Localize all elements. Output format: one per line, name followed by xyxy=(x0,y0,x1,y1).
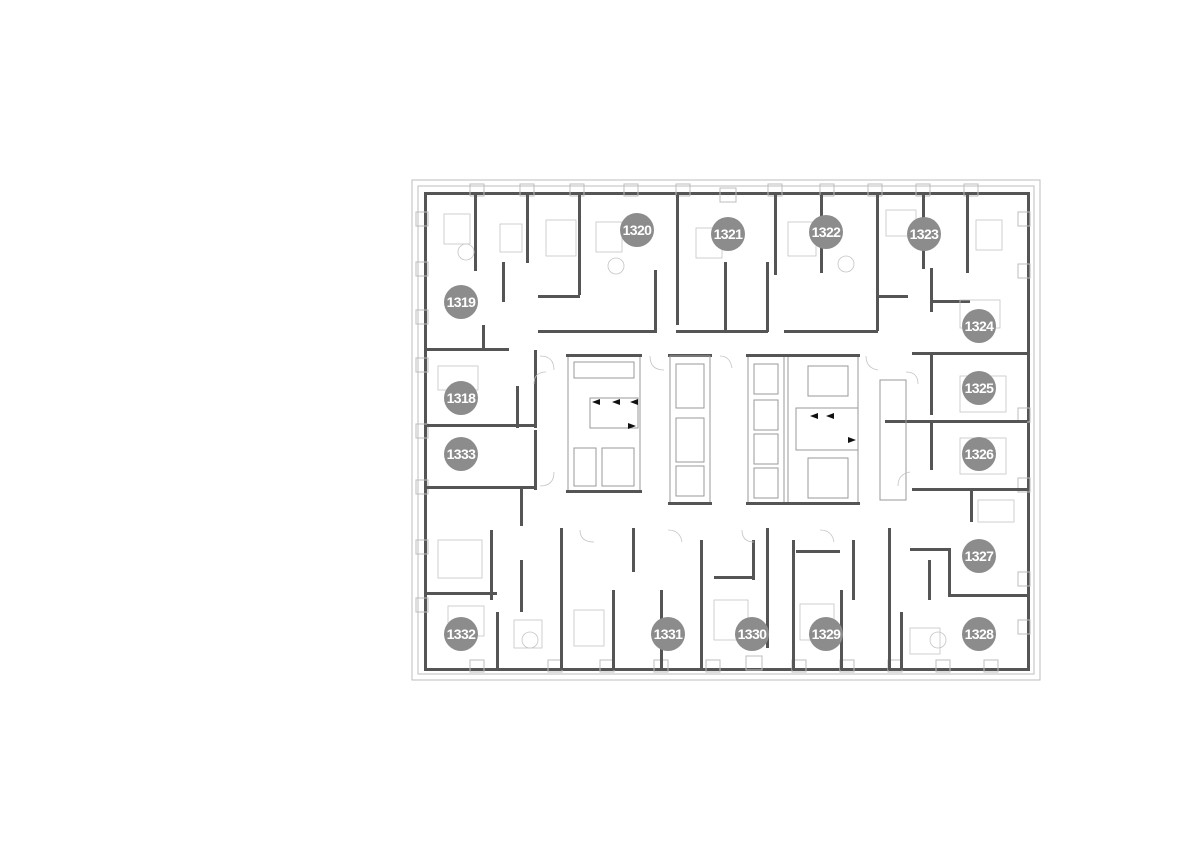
unit-1330-label: 1330 xyxy=(738,626,768,642)
furniture xyxy=(437,209,1015,655)
unit-1327-badge[interactable]: 1327 xyxy=(962,539,996,573)
door-swings xyxy=(533,355,919,543)
building-outline xyxy=(411,179,1041,681)
unit-1333-badge[interactable]: 1333 xyxy=(444,437,478,471)
unit-1325-badge[interactable]: 1325 xyxy=(962,371,996,405)
unit-1323-label: 1323 xyxy=(910,226,940,242)
unit-1331-label: 1331 xyxy=(654,626,684,642)
unit-1324-label: 1324 xyxy=(965,318,995,334)
unit-1328-label: 1328 xyxy=(965,626,995,642)
unit-1319-badge[interactable]: 1319 xyxy=(444,285,478,319)
unit-1321-badge[interactable]: 1321 xyxy=(711,217,745,251)
perimeter-columns xyxy=(415,183,1031,673)
unit-1318-badge[interactable]: 1318 xyxy=(444,381,478,415)
unit-1320-label: 1320 xyxy=(623,222,653,238)
unit-1318-label: 1318 xyxy=(447,390,477,406)
unit-1329-badge[interactable]: 1329 xyxy=(809,617,843,651)
unit-1328-badge[interactable]: 1328 xyxy=(962,617,996,651)
interior-walls xyxy=(427,195,1027,670)
unit-1320-badge[interactable]: 1320 xyxy=(620,213,654,247)
unit-1319-label: 1319 xyxy=(447,294,477,310)
unit-1324-badge[interactable]: 1324 xyxy=(962,309,996,343)
unit-1333-label: 1333 xyxy=(447,446,477,462)
building-core xyxy=(566,354,907,505)
unit-1329-label: 1329 xyxy=(812,626,842,642)
unit-1321-label: 1321 xyxy=(714,226,744,242)
unit-1325-label: 1325 xyxy=(965,380,995,396)
unit-1326-label: 1326 xyxy=(965,446,995,462)
unit-1322-badge[interactable]: 1322 xyxy=(809,215,843,249)
unit-1331-badge[interactable]: 1331 xyxy=(651,617,685,651)
unit-1332-badge[interactable]: 1332 xyxy=(444,617,478,651)
unit-1332-label: 1332 xyxy=(447,626,477,642)
unit-1327-label: 1327 xyxy=(965,548,995,564)
unit-1322-label: 1322 xyxy=(812,224,842,240)
unit-1323-badge[interactable]: 1323 xyxy=(907,217,941,251)
unit-1326-badge[interactable]: 1326 xyxy=(962,437,996,471)
unit-1330-badge[interactable]: 1330 xyxy=(735,617,769,651)
